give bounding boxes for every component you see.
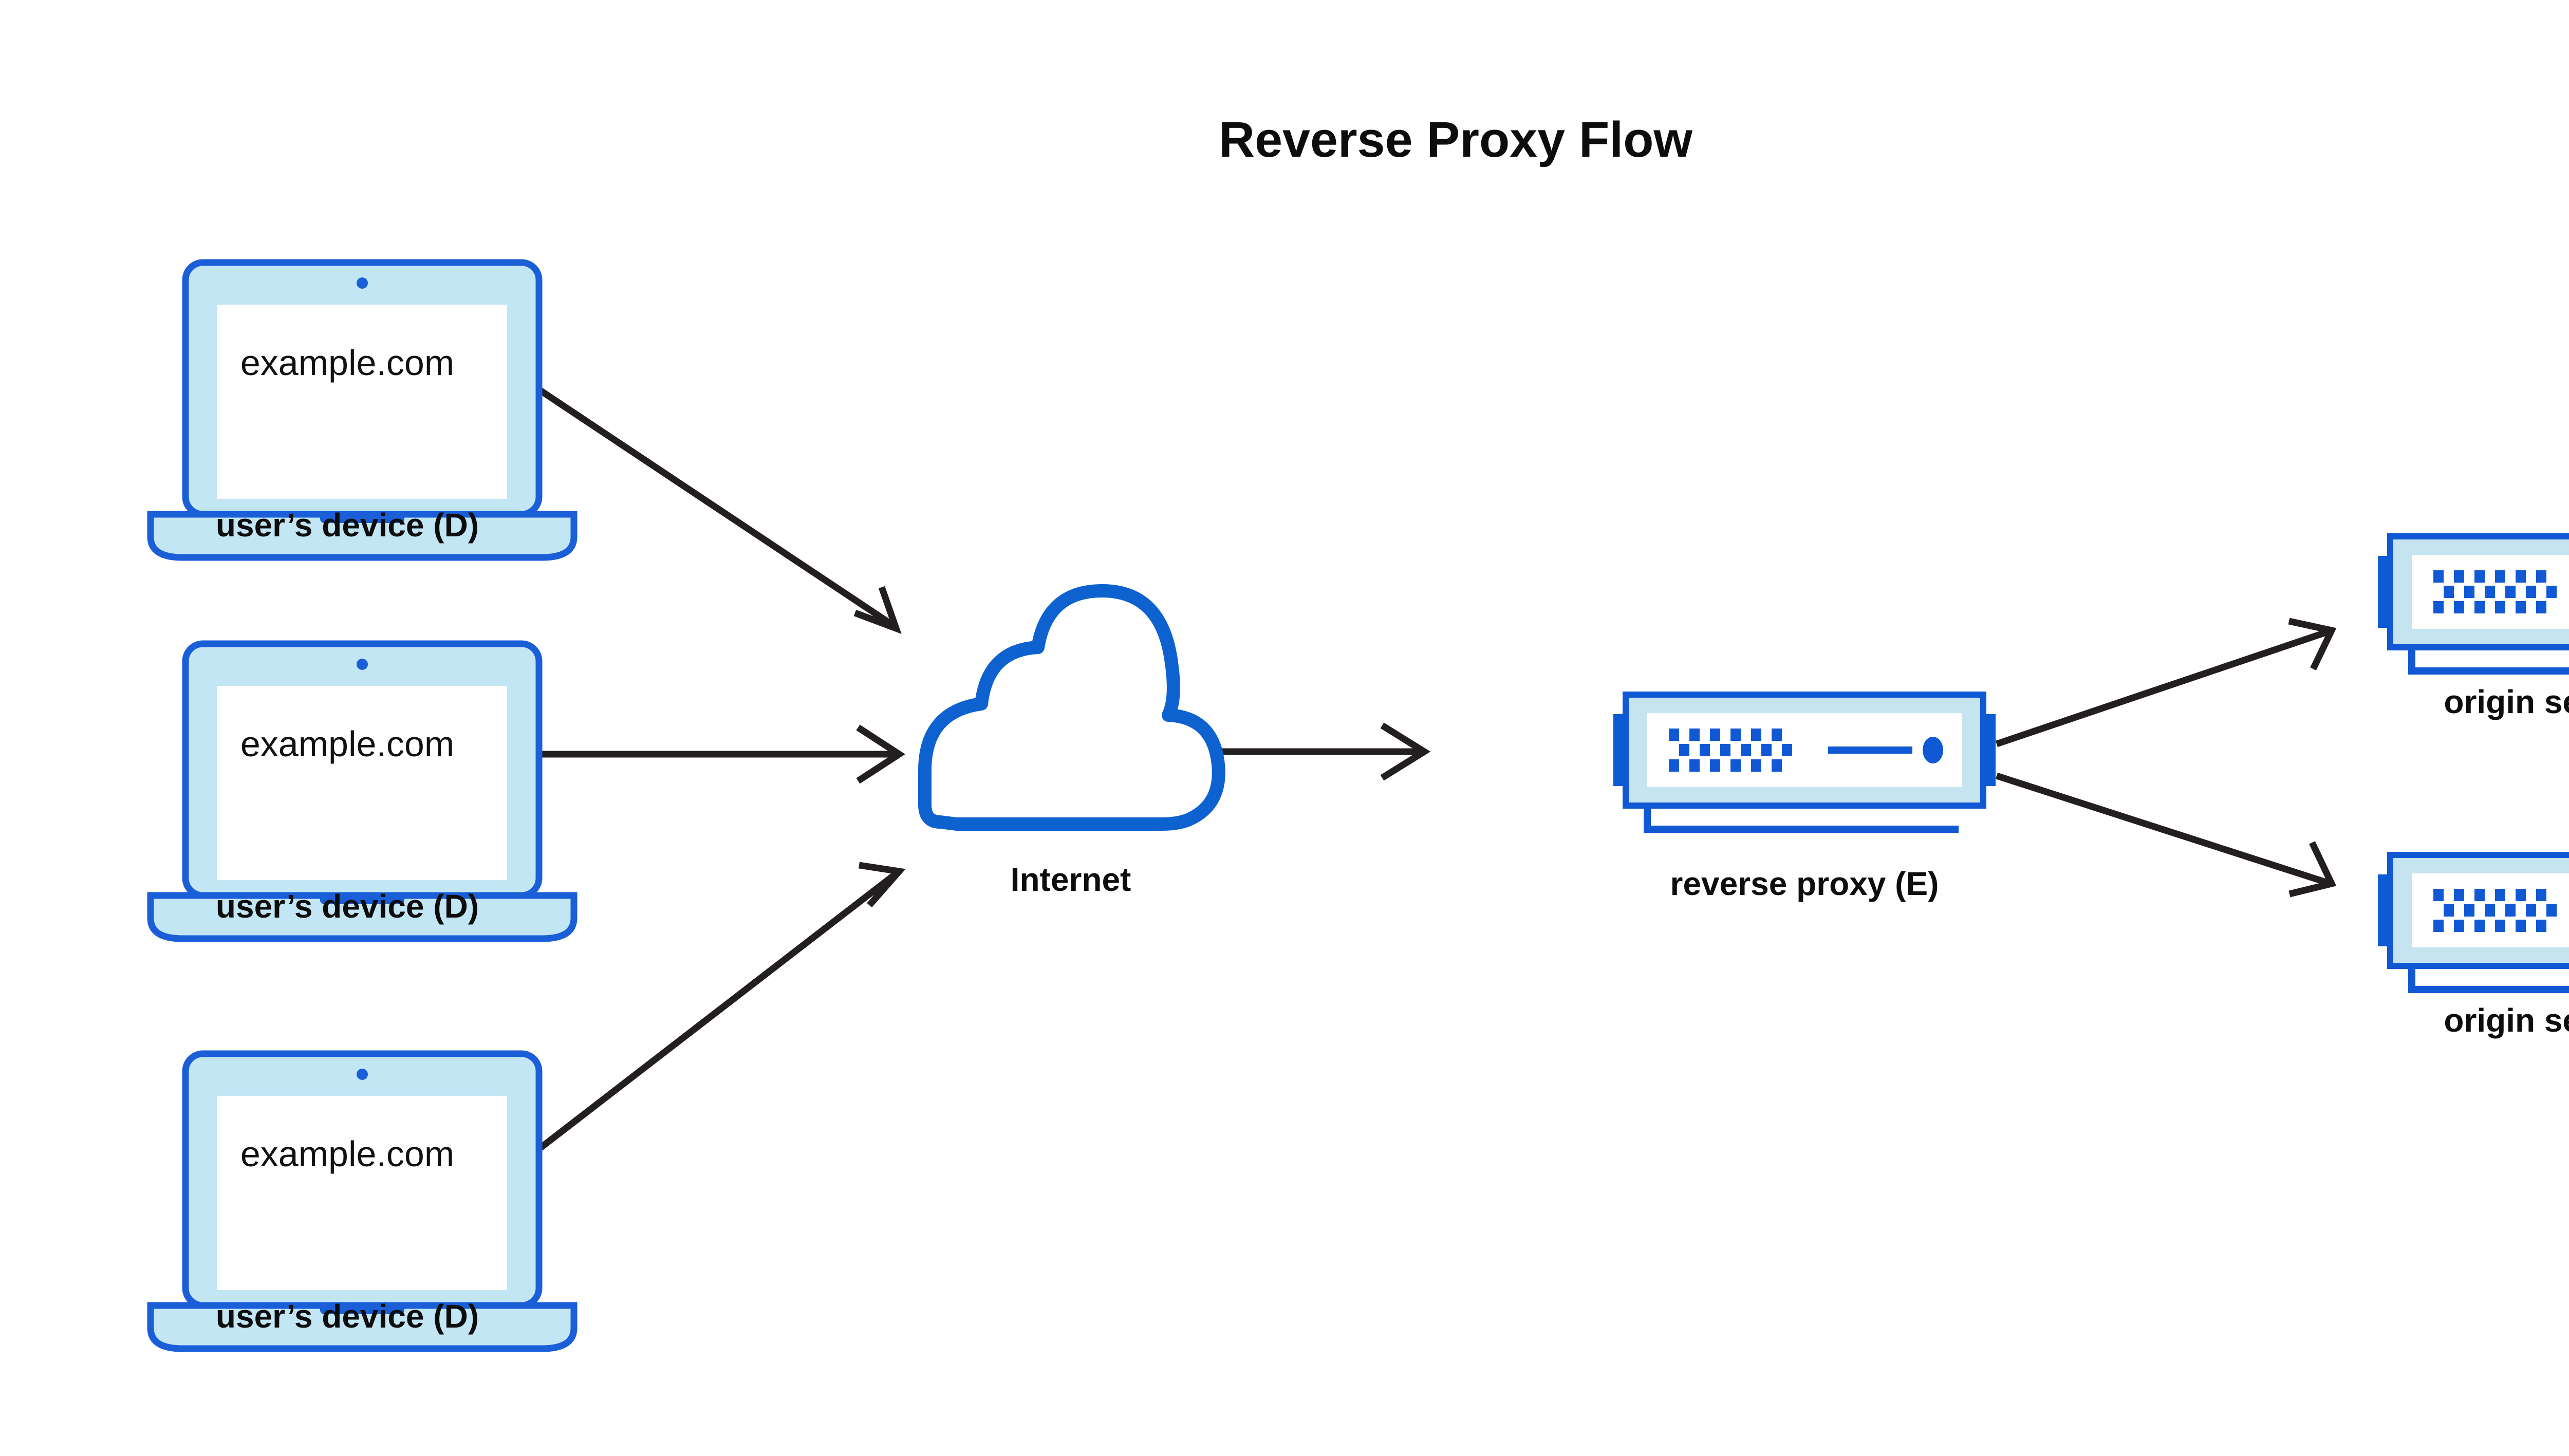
cloud-icon xyxy=(918,584,1225,831)
internet-label: Internet xyxy=(1011,861,1131,898)
edge-proxy-to-origin-top xyxy=(1995,618,2337,748)
server-icon xyxy=(2378,855,2569,990)
page-title: Reverse Proxy Flow xyxy=(1219,111,1692,167)
node-internet[interactable]: Internet xyxy=(918,584,1225,898)
device-bottom-screen-text: example.com xyxy=(240,1134,454,1174)
device-top-label: user’s device (D) xyxy=(216,507,479,544)
node-origin-bottom[interactable]: origin server (F) xyxy=(2378,855,2569,1039)
node-origin-top[interactable]: origin server (F) xyxy=(2378,536,2569,720)
edge-device-bottom-to-internet xyxy=(516,862,906,1168)
device-bottom-label: user’s device (D) xyxy=(216,1298,479,1335)
node-device-bottom[interactable]: example.com user’s device (D) xyxy=(151,1054,574,1349)
server-icon xyxy=(2378,536,2569,671)
origin-bottom-label: origin server (F) xyxy=(2444,1002,2569,1039)
origin-top-label: origin server (F) xyxy=(2444,683,2569,720)
edge-device-top-to-internet xyxy=(513,370,902,634)
edge-device-middle-to-internet xyxy=(515,724,905,784)
edge-internet-to-proxy xyxy=(1222,722,1431,781)
reverse-proxy-label: reverse proxy (E) xyxy=(1670,865,1939,902)
edge-proxy-to-origin-bottom xyxy=(1996,772,2337,898)
device-middle-screen-text: example.com xyxy=(240,724,454,764)
node-reverse-proxy[interactable]: reverse proxy (E) xyxy=(1613,695,1996,902)
node-device-top[interactable]: example.com user’s device (D) xyxy=(151,263,574,557)
node-device-middle[interactable]: example.com user’s device (D) xyxy=(151,644,574,939)
device-top-screen-text: example.com xyxy=(240,343,454,383)
server-icon xyxy=(1613,695,1996,829)
device-middle-label: user’s device (D) xyxy=(216,888,479,925)
